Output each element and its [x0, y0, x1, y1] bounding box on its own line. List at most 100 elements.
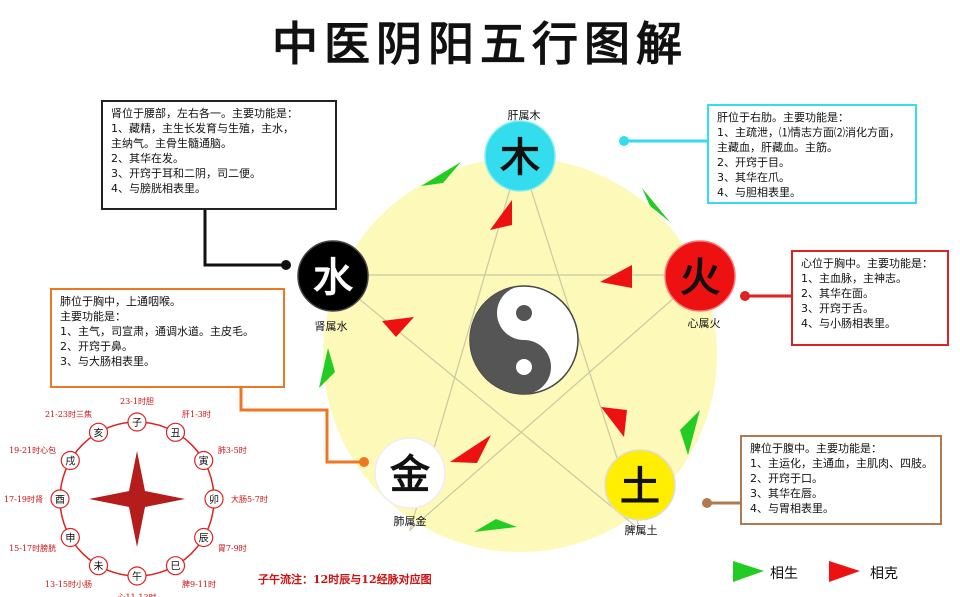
- liver-line: 4、与胆相表里。: [717, 186, 801, 199]
- branch-node: [50, 489, 70, 509]
- lung-connector-dot: [359, 457, 369, 467]
- legend-ke-label: 相克: [870, 566, 898, 582]
- heart-line: 2、其华在面。: [801, 287, 874, 300]
- ke-arrow-fire-metal: [450, 435, 491, 463]
- spleen-line: 脾位于腹中。主要功能是：: [750, 442, 882, 455]
- legend-sheng-label: 相生: [770, 566, 798, 582]
- branch-node: [194, 527, 214, 548]
- ke-arrow-wood-earth: [601, 407, 627, 437]
- earth-organ-label: 脾属土: [625, 523, 658, 537]
- branch-node: [88, 556, 109, 576]
- liver-line: 1、主疏泄，⑴情志方面⑵消化方面，: [717, 126, 900, 139]
- branch-node: [127, 412, 147, 432]
- lung-connector: [239, 388, 362, 464]
- earth-element: 土 脾属土: [604, 449, 676, 537]
- sheng-arrow-water-wood: [421, 162, 461, 186]
- liver-line: 2、开窍于目。: [717, 156, 790, 169]
- water-element: 水 肾属水: [297, 240, 369, 333]
- heart-line: 1、主血脉，主神志。: [801, 272, 907, 285]
- ke-arrow-metal-wood: [490, 200, 512, 230]
- ke-arrow-earth-water: [382, 317, 414, 337]
- spleen-line: 4、与胃相表里。: [750, 502, 834, 515]
- hour-meridian-label: 大肠5-7时: [231, 494, 268, 504]
- ke-arrow-water-fire: [600, 265, 632, 288]
- liver-line: 主藏血，肝藏血。主筋。: [717, 141, 838, 154]
- kidney-line: 4、与膀胱相表里。: [111, 182, 206, 195]
- liver-line: 3、其华在爪。: [717, 171, 790, 184]
- legend-sheng-arrow: [733, 561, 764, 582]
- heart-connector-dot: [740, 291, 750, 301]
- kidney-line: 3、开窍于耳和二阴，司二便。: [111, 167, 261, 180]
- branch-label: 卯: [209, 494, 219, 506]
- lung-line: 3、与大肠相表里。: [60, 355, 155, 368]
- sheng-arrow-wood-fire: [642, 188, 670, 222]
- legend-ke-arrow: [829, 561, 860, 582]
- branch-node: [127, 566, 147, 586]
- spleen-line: 3、其华在唇。: [750, 487, 823, 500]
- branch-node: [165, 422, 186, 442]
- branch-label: 亥: [94, 426, 104, 439]
- spleen-info-box: 脾位于腹中。主要功能是： 1、主运化，主通血，主肌肉、四肢。 2、开窍于口。 3…: [740, 435, 942, 525]
- metal-element: 金 肺属金: [374, 437, 446, 528]
- branch-node: [88, 422, 109, 442]
- liver-info-box: 肝位于右肋。主要功能是： 1、主疏泄，⑴情志方面⑵消化方面， 主藏血，肝藏血。主…: [707, 104, 917, 204]
- hour-meridian-label: 23-1时胆: [120, 396, 154, 406]
- kidney-line: 肾位于腰部，左右各一。主要功能是：: [111, 107, 298, 120]
- kidney-line: 1、藏精，主生长发育与生殖，主水，: [111, 122, 294, 135]
- kidney-info-box: 肾位于腰部，左右各一。主要功能是： 1、藏精，主生长发育与生殖，主水， 主纳气。…: [101, 100, 337, 210]
- branch-node: [60, 450, 80, 471]
- hour-meridian-label: 13-15时小肠: [45, 579, 92, 589]
- branch-node: [204, 489, 224, 509]
- spleen-line: 2、开窍于口。: [750, 472, 823, 485]
- earth-char: 土: [620, 464, 660, 510]
- branch-label: 戌: [65, 455, 75, 468]
- heart-info-box: 心位于胸中。主要功能是： 1、主血脉，主神志。 2、其华在面。 3、开窍于舌。 …: [791, 250, 949, 346]
- fire-organ-label: 心属火: [688, 317, 721, 330]
- spleen-connector-dot: [702, 498, 712, 508]
- spleen-line: 1、主运化，主通血，主肌肉、四肢。: [750, 457, 933, 470]
- wood-organ-label: 肝属木: [508, 109, 541, 122]
- hour-meridian-label: 19-21时心包: [9, 445, 56, 455]
- branch-label: 寅: [199, 455, 209, 468]
- clock-caption: 子午流注：12时辰与12经脉对应图: [258, 573, 432, 586]
- page-title: 中医阴阳五行图解: [272, 17, 688, 71]
- clock-compass-star: [89, 451, 185, 547]
- hour-meridian-label: 21-23时三焦: [45, 409, 92, 419]
- metal-organ-label: 肺属金: [394, 514, 427, 528]
- kidney-connector: [203, 210, 284, 267]
- branch-label: 丑: [171, 428, 181, 439]
- hour-meridian-label: 心11-13时: [117, 592, 156, 597]
- kidney-line: 主纳气。主骨生髓通脑。: [111, 137, 232, 150]
- sheng-arrow-fire-earth: [680, 410, 700, 455]
- branch-label: 未: [94, 561, 104, 573]
- branch-label: 午: [132, 570, 142, 583]
- hour-meridian-label: 17-19时肾: [4, 494, 43, 504]
- branch-label: 申: [65, 532, 75, 545]
- hour-meridian-label: 肝1-3时: [182, 409, 211, 419]
- branch-label: 子: [132, 417, 142, 429]
- branch-node: [60, 527, 80, 548]
- hour-meridian-label: 肺3-5时: [218, 445, 247, 455]
- branch-label: 酉: [55, 495, 65, 506]
- lung-line: 2、开窍于鼻。: [60, 340, 133, 353]
- yin-yang-icon: [469, 285, 579, 395]
- liver-connector-dot: [619, 136, 629, 146]
- sheng-arrow-earth-metal: [474, 519, 517, 532]
- water-char: 水: [313, 255, 354, 301]
- hour-meridian-label: 胃7-9时: [218, 543, 247, 553]
- lung-line: 肺位于胸中，上通咽喉。: [60, 295, 181, 308]
- kidney-connector-dot: [281, 260, 291, 270]
- lung-line: 主要功能是：: [60, 310, 126, 323]
- wood-element: 木 肝属木: [484, 109, 556, 192]
- fire-element: 火 心属火: [664, 240, 736, 330]
- liver-line: 肝位于右肋。主要功能是：: [717, 111, 849, 124]
- water-organ-label: 肾属水: [315, 320, 348, 333]
- hour-meridian-label: 15-17时膀胱: [9, 543, 56, 553]
- hour-meridian-label: 脾9-11时: [182, 579, 216, 589]
- heart-line: 4、与小肠相表里。: [801, 317, 896, 330]
- branch-node: [194, 450, 214, 471]
- fire-char: 火: [680, 255, 720, 301]
- branch-label: 巳: [171, 561, 181, 573]
